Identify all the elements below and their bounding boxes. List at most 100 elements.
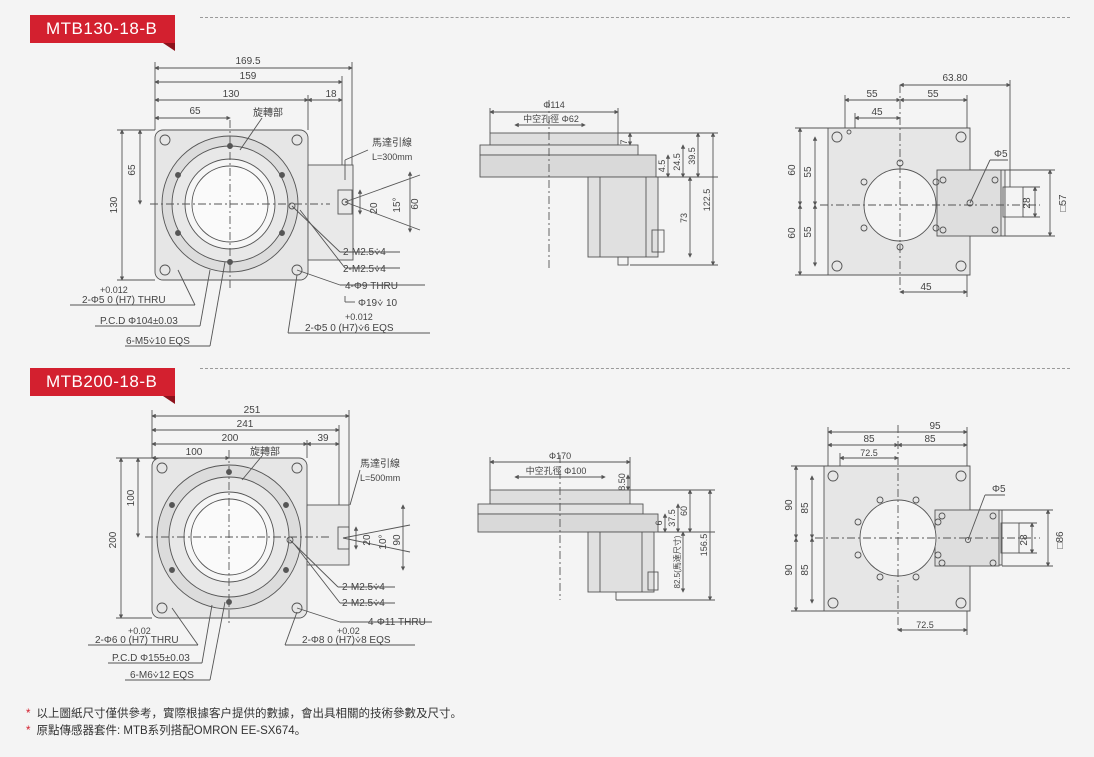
label-m25-b: 2-M2.5⩒4: [343, 264, 386, 275]
dim-square-86: □86: [1055, 531, 1066, 549]
dim-4-5: 4.5: [657, 160, 667, 173]
dim-90: 90: [392, 534, 403, 546]
section-title-mtb200: MTB200-18-B: [30, 368, 176, 404]
dim-39-5: 39.5: [687, 147, 697, 165]
mtb130-side-labels: Φ114 中空孔徑 Φ62 7 4.5 24.5 39.5 122.5 73: [523, 100, 712, 223]
dim-hollow-62: 中空孔徑 Φ62: [523, 113, 579, 124]
dim-v-55-a: 55: [803, 166, 814, 178]
dim-72-5-a: 72.5: [860, 448, 878, 458]
section-title-mtb130: MTB130-18-B: [30, 15, 176, 51]
label-thru-2: 4-Φ11 THRU: [368, 617, 426, 628]
dim-v-85-a: 85: [800, 502, 811, 514]
dim-hollow-100: 中空孔徑 Φ100: [526, 465, 587, 476]
dim-45-a: 45: [871, 107, 883, 118]
label-tol-4: +0.02: [337, 626, 360, 636]
dim-39: 39: [317, 433, 329, 444]
label-pin-4: 2-Φ8 0 (H7)⩒8 EQS: [302, 635, 391, 646]
dim-28-b: 28: [1019, 534, 1030, 546]
label-phi5-2: Φ5: [992, 484, 1006, 495]
dim-60: 60: [410, 198, 421, 210]
dim-v-55-b: 55: [803, 226, 814, 238]
dim-h-65: 65: [127, 164, 138, 176]
dim-10-deg: 10°: [378, 534, 389, 549]
label-m25-d: 2-M2.5⩒4: [342, 598, 385, 609]
dim-24-5: 24.5: [672, 153, 682, 171]
dim-65: 65: [189, 106, 201, 117]
mtb200-back-view: [791, 425, 1053, 635]
label-pcd-2: P.C.D Φ155±0.03: [112, 653, 190, 664]
dim-73: 73: [679, 213, 689, 223]
dim-82-5: 82.5(馬達尺寸): [672, 535, 682, 588]
label-lead-length-2: L=500mm: [360, 473, 400, 483]
footnote-2-text: 原點傳感器套件: MTB系列搭配OMRON EE-SX674。: [36, 725, 307, 737]
footnotes: *以上圖紙尺寸僅供參考，實際根據客户提供的數據，會出具相關的技術參數及尺寸。 *…: [26, 706, 462, 740]
dim-55-b: 55: [927, 89, 939, 100]
mtb130-top-labels: 169.5 159 130 18 65 旋轉部 65 130 馬達引線 L=30…: [82, 56, 421, 347]
dim-122-5: 122.5: [702, 189, 712, 212]
label-motor-lead: 馬達引線: [372, 136, 412, 149]
label-pcd: P.C.D Φ104±0.03: [100, 316, 178, 327]
section-divider-2: [200, 368, 1070, 369]
mtb130-top-view: [70, 62, 430, 347]
dim-156-5: 156.5: [699, 534, 709, 557]
label-pin-2: 2-Φ5 0 (H7)⩒6 EQS: [305, 323, 394, 334]
footnote-1: *以上圖紙尺寸僅供參考，實際根據客户提供的數據，會出具相關的技術參數及尺寸。: [26, 708, 462, 720]
dim-55-a: 55: [866, 89, 878, 100]
dim-130: 130: [223, 89, 240, 100]
mtb200-side-view: [477, 455, 715, 601]
dim-200: 200: [222, 433, 239, 444]
dim-h-200: 200: [108, 531, 119, 548]
label-m25-c: 2-M2.5⩒4: [342, 582, 385, 593]
label-tol-2: +0.012: [345, 312, 373, 322]
footnote-2: *原點傳感器套件: MTB系列搭配OMRON EE-SX674。: [26, 725, 307, 737]
dim-v-90-a: 90: [784, 499, 795, 511]
mtb130-back-view: [795, 80, 1055, 297]
mtb130-side-view: [479, 100, 718, 270]
mtb200-back-labels: 95 85 85 72.5 Φ5 90 85 90 85 28 □86 72.5: [784, 421, 1066, 630]
dim-85-a: 85: [863, 434, 875, 445]
dim-20: 20: [369, 202, 380, 214]
dim-15-deg: 15°: [392, 197, 403, 212]
label-counterbore: Φ19⩒ 10: [358, 298, 398, 309]
label-motor-lead-2: 馬達引線: [360, 457, 400, 470]
dim-v-90-b: 90: [784, 564, 795, 576]
label-tol-3: +0.02: [128, 626, 151, 636]
label-rotating-part-2: 旋轉部: [250, 445, 280, 458]
dim-95: 95: [929, 421, 941, 432]
dim-v-60-a: 60: [787, 164, 798, 176]
footnote-1-text: 以上圖紙尺寸僅供參考，實際根據客户提供的數據，會出具相關的技術參數及尺寸。: [36, 708, 462, 720]
label-phi5: Φ5: [994, 149, 1008, 160]
dim-phi-114: Φ114: [543, 100, 565, 110]
mtb130-back-labels: 63.80 55 55 45 Φ5 60 55 60 55 28 □57 45: [787, 73, 1069, 293]
dim-20-b: 20: [362, 534, 373, 546]
dim-h-100: 100: [126, 489, 137, 506]
label-m25-a: 2-M2.5⩒4: [343, 247, 386, 258]
dim-square-57: □57: [1058, 194, 1069, 212]
dim-241: 241: [237, 419, 254, 430]
dim-h-130: 130: [109, 196, 120, 213]
label-pin-1: 2-Φ5 0 (H7) THRU: [82, 295, 166, 306]
dim-100: 100: [186, 447, 203, 458]
dim-63-80: 63.80: [942, 73, 967, 84]
dim-60-side: 60: [679, 506, 689, 516]
dim-28: 28: [1022, 197, 1033, 209]
dim-v-85-b: 85: [800, 564, 811, 576]
label-rotating-part: 旋轉部: [253, 106, 283, 119]
dim-85-b: 85: [924, 434, 936, 445]
dim-v-60-b: 60: [787, 227, 798, 239]
mtb200-top-view: [88, 410, 432, 681]
dim-8-50: 8.50: [617, 473, 627, 491]
label-m5: 6-M5⩒10 EQS: [126, 336, 190, 347]
dim-72-5-b: 72.5: [916, 620, 934, 630]
section-divider-1: [200, 17, 1070, 18]
dim-169-5: 169.5: [235, 56, 260, 67]
label-m6: 6-M6⩒12 EQS: [130, 670, 194, 681]
dim-phi-170: Φ170: [549, 451, 571, 461]
dim-251: 251: [244, 405, 261, 416]
label-tol-1: +0.012: [100, 285, 128, 295]
dim-6: 6: [654, 520, 664, 525]
mtb200-side-labels: Φ170 中空孔徑 Φ100 8.50 6 37.5 60 156.5 82.5…: [526, 451, 709, 588]
dim-45-b: 45: [920, 282, 932, 293]
dim-37-5: 37.5: [667, 509, 677, 527]
